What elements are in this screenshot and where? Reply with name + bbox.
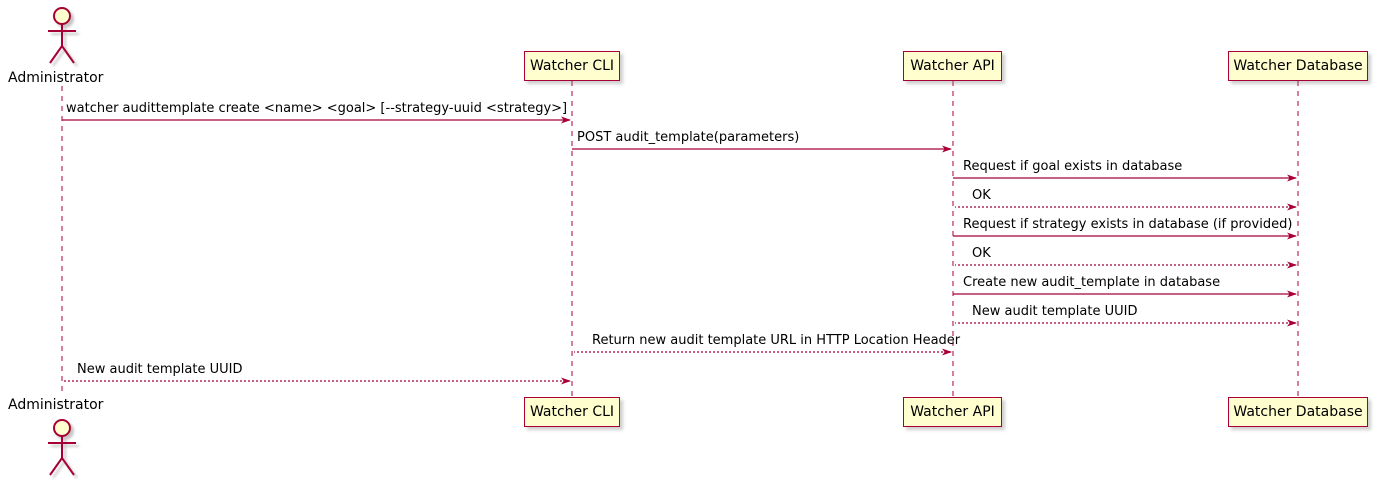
actor-figure-administrator-bottom: [48, 419, 76, 476]
message-label-10: New audit template UUID: [77, 362, 243, 377]
message-label-7: Create new audit_template in database: [963, 275, 1221, 290]
message-label-5: Request if strategy exists in database (…: [963, 217, 1293, 232]
message-label-1: watcher audittemplate create <name> <goa…: [66, 101, 568, 116]
message-arrows-group: [62, 116, 1297, 385]
actor-head: [53, 7, 71, 25]
actor-label-administrator-bottom: Administrator: [8, 397, 104, 413]
message-label-2: POST audit_template(parameters): [577, 130, 800, 145]
message-label-4: OK: [972, 188, 991, 203]
participant-box-watcher-cli-bottom[interactable]: Watcher CLI: [524, 397, 620, 427]
actor-label-administrator-top: Administrator: [8, 70, 104, 86]
participant-box-watcher-database-top[interactable]: Watcher Database: [1228, 51, 1368, 81]
actor-body: [48, 436, 76, 476]
actor-head: [53, 419, 71, 437]
actor-figure-administrator-top: [48, 7, 76, 64]
participant-box-watcher-database-bottom[interactable]: Watcher Database: [1228, 397, 1368, 427]
participant-box-watcher-api-bottom[interactable]: Watcher API: [903, 397, 1002, 427]
message-label-8: New audit template UUID: [972, 304, 1138, 319]
participant-box-watcher-cli-top[interactable]: Watcher CLI: [524, 51, 620, 81]
actor-figures-group: [48, 7, 76, 476]
actor-body: [48, 24, 76, 64]
lifelines-group: [61, 81, 1299, 397]
participant-box-watcher-api-top[interactable]: Watcher API: [903, 51, 1002, 81]
message-label-6: OK: [972, 246, 991, 261]
message-label-3: Request if goal exists in database: [963, 159, 1183, 174]
message-label-9: Return new audit template URL in HTTP Lo…: [592, 333, 961, 348]
